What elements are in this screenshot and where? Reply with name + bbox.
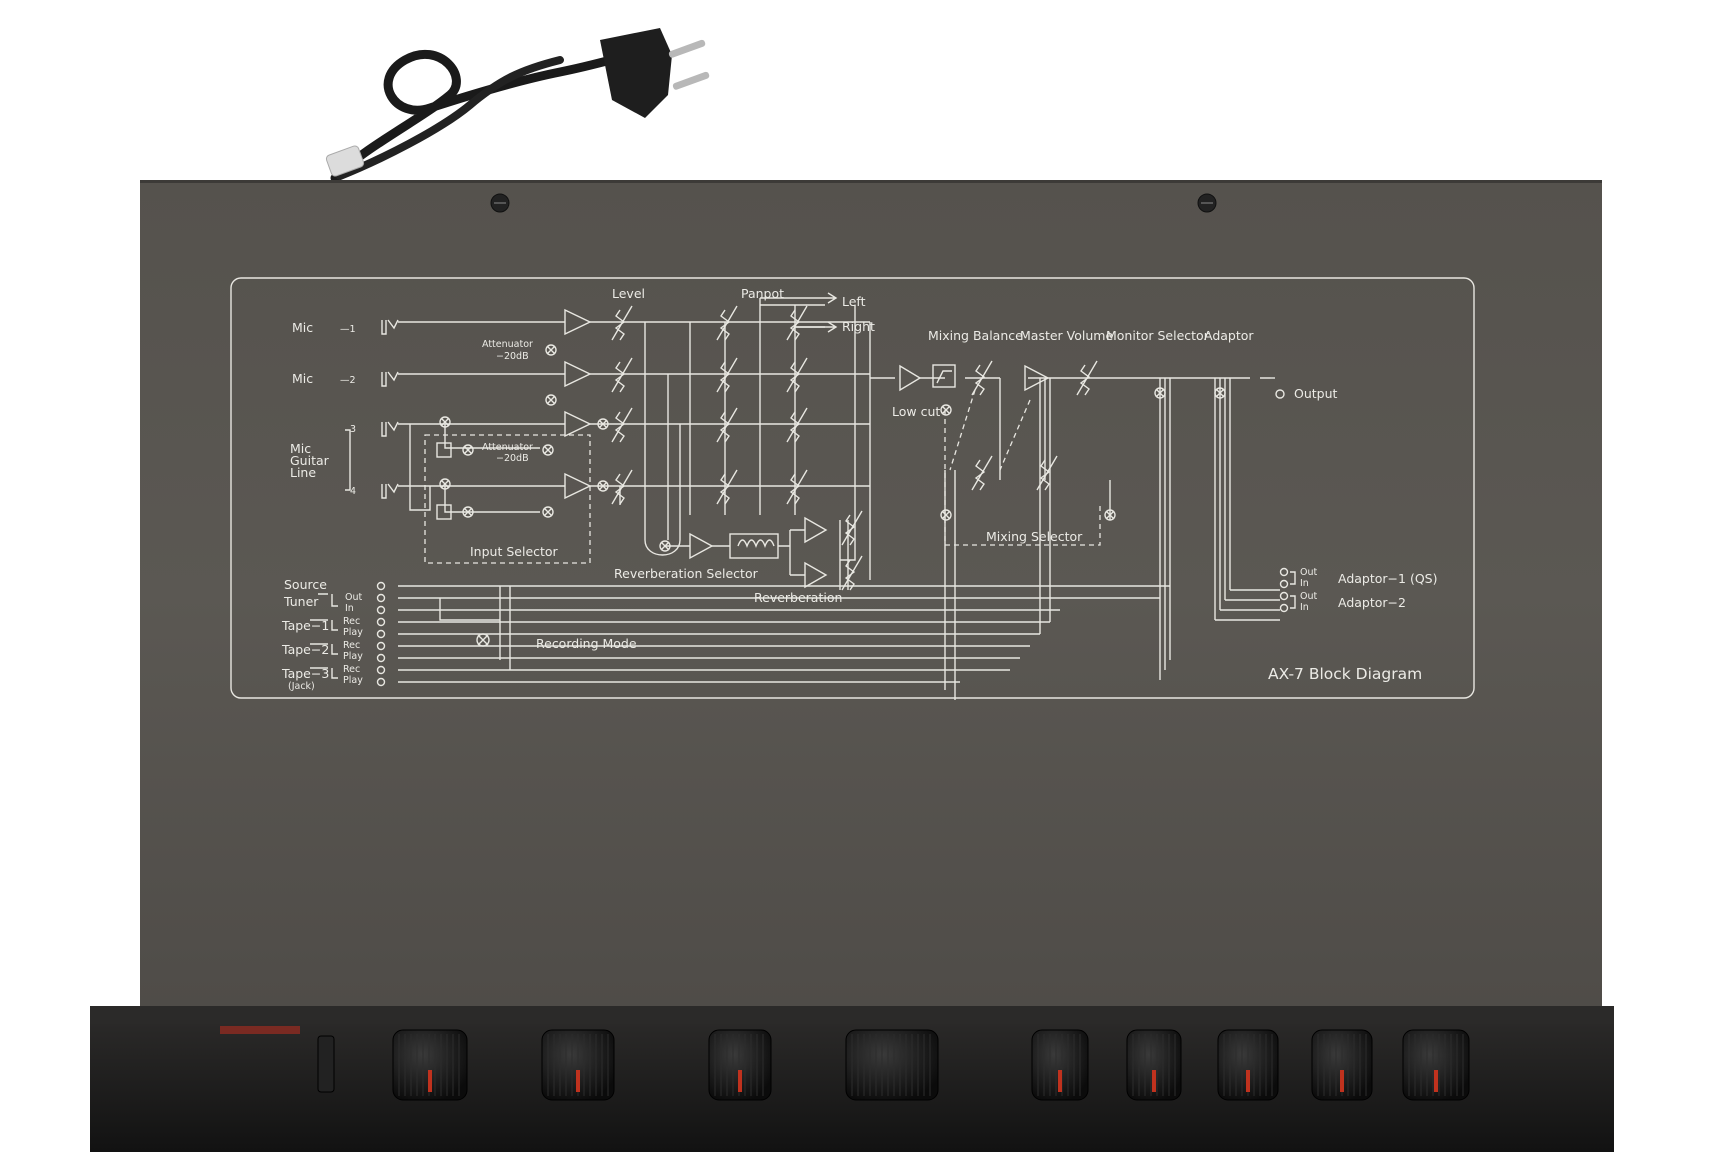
label-level: Level [612,286,645,301]
rotary-knob-icon[interactable] [1311,1029,1373,1101]
screw-icon [1197,193,1217,213]
rotary-knob-icon[interactable] [1126,1029,1182,1101]
label-mixing-selector: Mixing Selector [986,529,1083,544]
label-attenuator-1-db: −20dB [496,351,529,362]
label-tape-2: Tape−2 [281,642,329,657]
rotary-knob-icon[interactable] [1402,1029,1470,1101]
potentiometer-symbols [611,305,1098,591]
rotary-knob-icon[interactable] [392,1029,468,1101]
label-left: Left [842,294,866,309]
label-mic-2-num: —2 [340,375,356,386]
block-diagram: Mic —1 Mic —2 3 4 Mic Guitar Line Attenu… [230,277,1475,700]
label-mic-1: Mic [292,320,313,335]
label-adaptor-in-1: In [1300,578,1309,589]
front-knobs [392,1029,1470,1101]
amplifier-triangles [564,308,1050,589]
label-adaptor: Adaptor [1204,328,1254,343]
input-selector-box [424,389,1101,564]
label-low-cut: Low cut [892,404,940,419]
label-tape3-play: Play [343,675,363,686]
io-terminals [310,567,1296,687]
rotary-knob-icon[interactable] [1031,1029,1089,1101]
rotary-knob-icon[interactable] [708,1029,772,1101]
label-attenuator-2-db: −20dB [496,453,529,464]
label-tuner-in: In [345,603,354,614]
label-adaptor-in-2: In [1300,602,1309,613]
selector-boxes [436,364,956,559]
label-mgl-1: Mic [290,441,311,456]
label-panpot: Panpot [741,286,784,301]
label-jack: (Jack) [288,681,315,692]
label-tape1-rec: Rec [343,616,360,627]
label-monitor-selector: Monitor Selector [1106,328,1210,343]
label-attenuator-1: Attenuator [482,339,533,350]
label-tuner-out: Out [345,592,362,603]
label-right: Right [842,319,875,334]
label-tape2-rec: Rec [343,640,360,651]
label-tape-1: Tape−1 [281,618,329,633]
diagram-title: AX-7 Block Diagram [1268,665,1422,683]
left-right-arrows [760,292,1285,399]
label-reverberation-selector: Reverberation Selector [614,566,759,581]
label-mixing-balance: Mixing Balance [928,328,1023,343]
label-recording-mode: Recording Mode [536,636,637,651]
rotary-knob-icon[interactable] [845,1029,939,1101]
label-adaptor-out-2: Out [1300,591,1317,602]
label-tape2-play: Play [343,651,363,662]
diagram-border [230,277,1475,699]
label-tuner: Tuner [283,594,319,609]
label-mgl-2: Guitar [290,453,330,468]
label-adaptor-2: Adaptor−2 [1338,595,1406,610]
rotary-knob-icon[interactable] [541,1029,615,1101]
label-adaptor-1: Adaptor−1 (QS) [1338,571,1437,586]
label-mgl-3: Line [290,465,316,480]
label-tape3-rec: Rec [343,664,360,675]
label-input-selector: Input Selector [470,544,559,559]
channel-bracket [345,429,351,491]
label-tape1-play: Play [343,627,363,638]
screw-icon [490,193,510,213]
label-reverberation: Reverberation [754,590,842,605]
label-ch3: 3 [350,424,356,435]
label-mic-1-num: —1 [340,324,356,335]
input-jacks [381,319,399,499]
label-source: Source [284,577,327,592]
front-switch[interactable] [317,1035,335,1093]
label-output: Output [1294,386,1338,401]
label-ch4: 4 [350,486,356,497]
label-tape-3: Tape−3 [281,666,329,681]
europlug-power-cord-icon [325,28,710,183]
label-mic-2: Mic [292,371,313,386]
label-master-volume: Master Volume [1020,328,1113,343]
rotary-knob-icon[interactable] [1217,1029,1279,1101]
label-adaptor-out-1: Out [1300,567,1317,578]
label-attenuator-2: Attenuator [482,442,533,453]
mix-nodes [439,344,1226,647]
chassis-top [140,180,1602,1008]
